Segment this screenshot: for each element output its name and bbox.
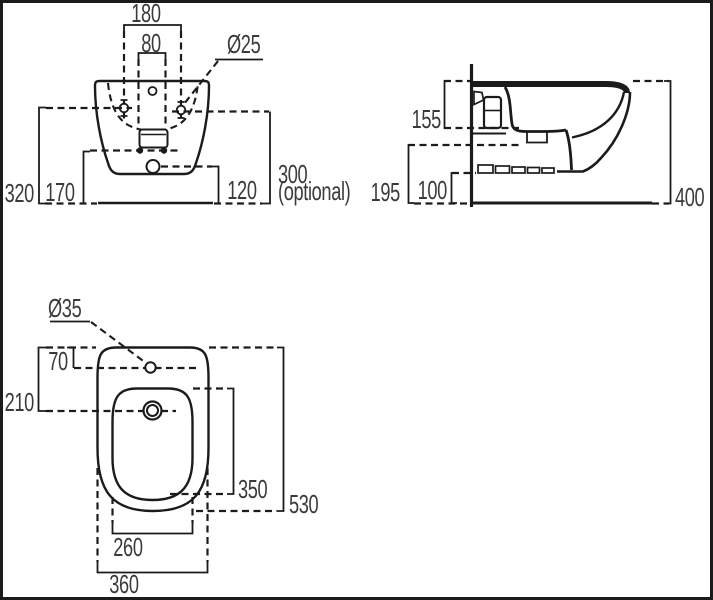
- dim-label-180: 180: [131, 0, 161, 28]
- dim-300-bracket: [262, 111, 271, 205]
- dim-label-530: 530: [289, 489, 319, 519]
- side-inner-profile: [571, 91, 626, 139]
- plan-bowl-outline: [111, 387, 194, 502]
- front-top-hole: [147, 86, 158, 96]
- dim-320-bracket: [38, 106, 46, 205]
- side-rim: [472, 81, 630, 94]
- dim-180-bracket: [123, 24, 182, 31]
- dim-210-bracket: [37, 346, 46, 412]
- side-outlet-edge: [564, 129, 573, 171]
- front-body-outline: [93, 79, 211, 176]
- dim-label-155: 155: [411, 104, 442, 134]
- dim-label-120: 120: [227, 175, 257, 205]
- dim-label-70: 70: [48, 346, 68, 376]
- dim-80-bracket: [137, 52, 167, 59]
- dim-label-d35: Ø35: [48, 293, 82, 323]
- dim-label-300: 300: [278, 159, 308, 189]
- dim-label-210: 210: [4, 387, 35, 417]
- dim-170-bracket: [82, 150, 90, 203]
- front-view-geometry: [38, 24, 271, 205]
- front-drain-hole: [145, 159, 161, 174]
- front-sump-pocket: [138, 128, 169, 149]
- dim-label-100: 100: [417, 175, 448, 205]
- dim-360-bracket: [96, 562, 209, 574]
- dim-label-80: 80: [141, 28, 161, 58]
- plan-ref-260-extents: [111, 497, 194, 523]
- dim-label-260: 260: [113, 532, 143, 562]
- dim-label-195: 195: [370, 177, 401, 207]
- dim-label-360: 360: [109, 569, 139, 599]
- side-sump: [526, 132, 548, 144]
- side-view-geometry: [407, 64, 672, 207]
- dim-195-bracket: [407, 144, 414, 204]
- plan-drain-hole: [142, 400, 163, 421]
- side-tap-hole: [482, 95, 503, 130]
- dim-label-d25: Ø25: [227, 29, 261, 59]
- dim-label-170: 170: [45, 177, 75, 207]
- side-mounting-rail: [477, 164, 555, 174]
- dim-70-bracket: [67, 346, 75, 368]
- side-bowl-wall: [503, 86, 567, 133]
- dim-530-bracket: [277, 346, 285, 512]
- side-outer-profile: [557, 91, 632, 173]
- front-80-extents: [137, 59, 167, 128]
- dim-label-320: 320: [4, 178, 35, 208]
- dim-d25-leader: [183, 60, 219, 105]
- dim-400-bracket: [664, 80, 672, 205]
- dim-260-bracket: [111, 523, 194, 535]
- plan-tap-hole: [144, 361, 157, 374]
- plan-view-geometry: [37, 320, 285, 574]
- dim-120-bracket: [212, 165, 220, 203]
- dim-label-400: 400: [675, 182, 705, 212]
- dim-350-bracket: [227, 387, 235, 495]
- plan-ref-360-extents: [96, 468, 209, 562]
- dim-155-bracket: [443, 80, 450, 129]
- dim-100-bracket: [450, 172, 457, 204]
- dim-label-350: 350: [238, 474, 268, 504]
- side-fixing-bracket: [473, 90, 485, 106]
- dim-label-300-note: (optional): [278, 176, 351, 206]
